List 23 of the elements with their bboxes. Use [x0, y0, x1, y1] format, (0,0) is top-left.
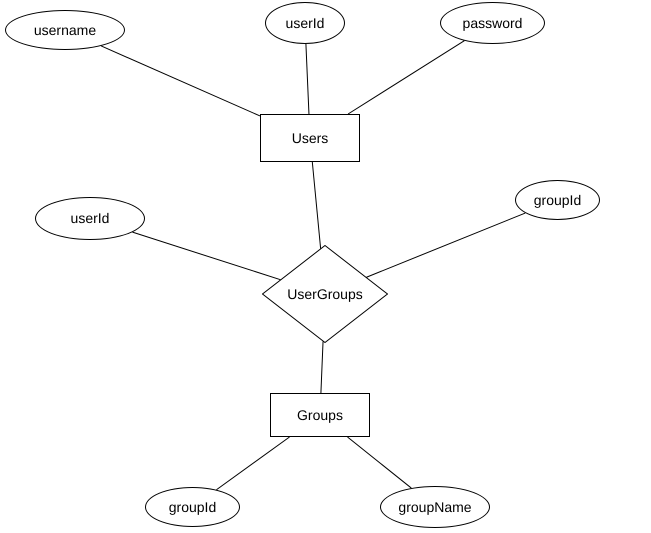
node-label: groupId — [534, 190, 582, 210]
relationship-diamond — [262, 245, 388, 343]
node-label: groupId — [168, 498, 216, 517]
connector-line — [100, 45, 260, 116]
connector-line — [132, 232, 281, 280]
connector-line — [305, 44, 310, 114]
node-label: username — [34, 20, 96, 40]
node-label: password — [462, 14, 522, 33]
node-label: UserGroups — [287, 284, 363, 304]
connector-line — [366, 212, 526, 278]
entity-box — [270, 393, 370, 437]
node-label: Groups — [297, 406, 343, 425]
connector-line — [347, 436, 412, 489]
connector-line — [312, 162, 322, 249]
entity-box — [260, 114, 360, 162]
connector-line — [348, 40, 465, 114]
connector-line — [320, 340, 324, 394]
node-label: groupName — [398, 498, 472, 517]
connector-line — [216, 436, 290, 490]
node-label: userId — [70, 209, 110, 228]
node-label: Users — [292, 128, 328, 148]
node-label: userId — [286, 14, 324, 32]
attribute-ellipse — [515, 180, 600, 220]
